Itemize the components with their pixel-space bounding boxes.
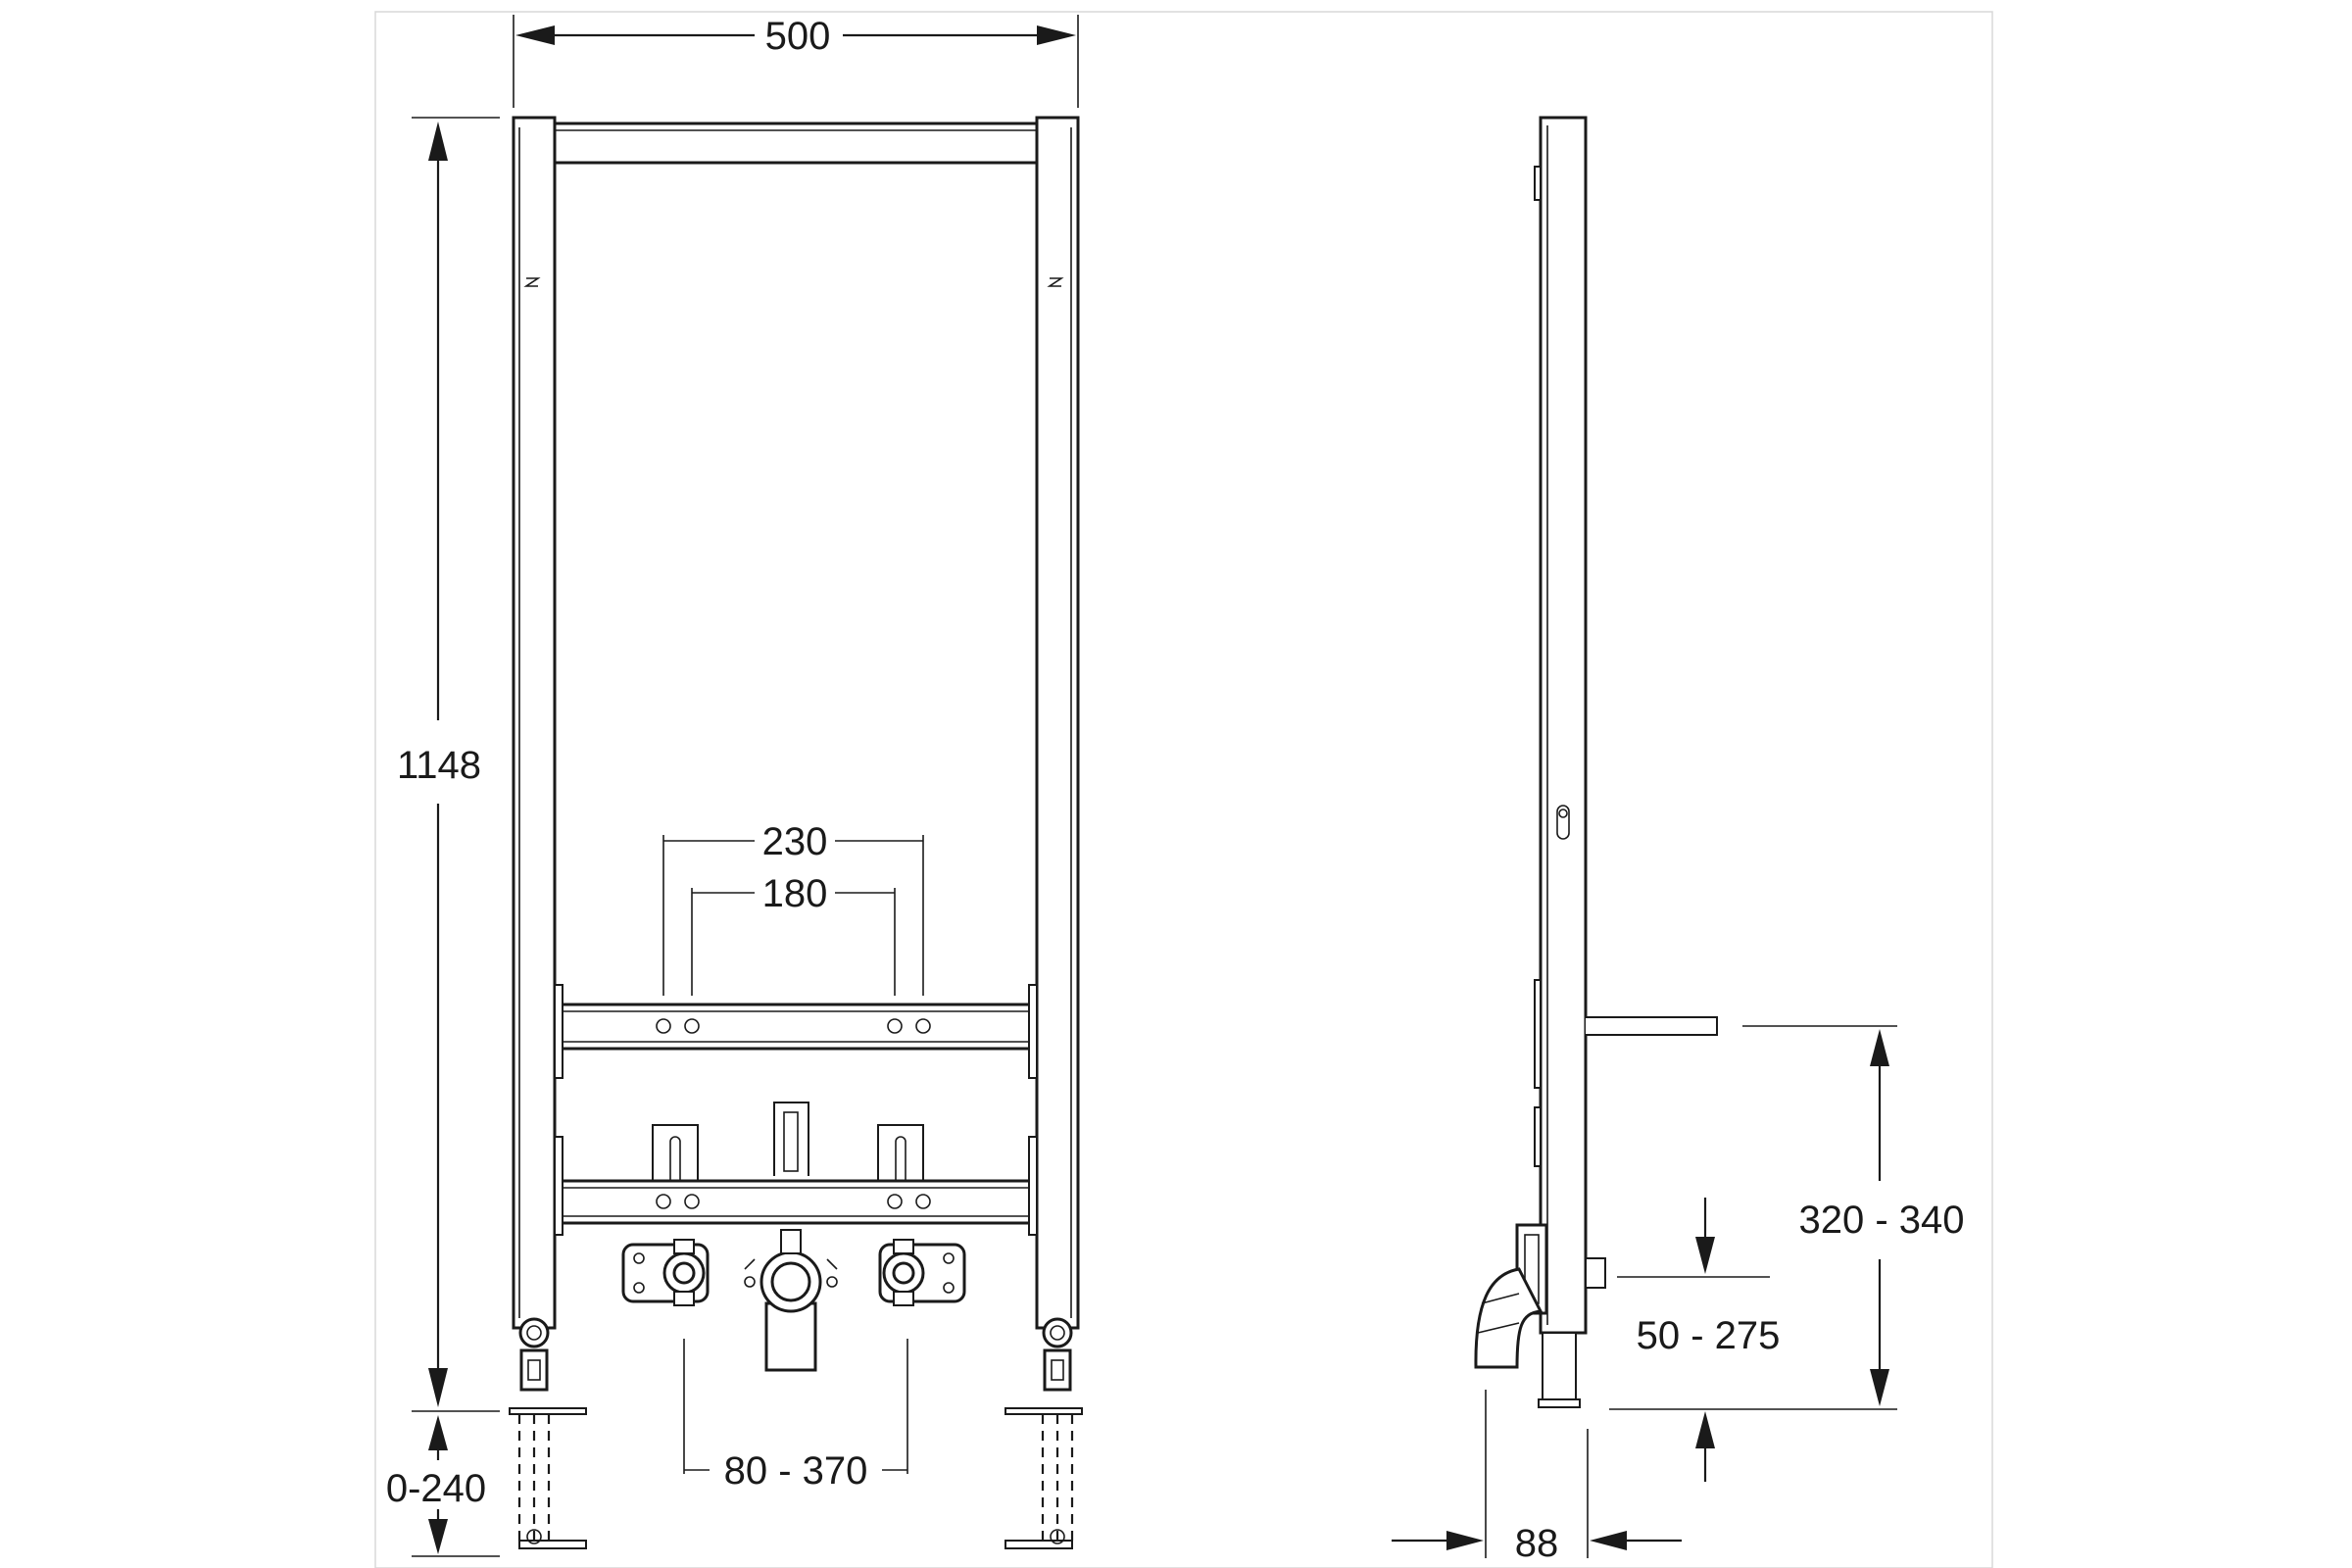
- upper-crossbar-holes: [656, 1018, 931, 1034]
- outer-hole-spacing-label: 230: [762, 820, 828, 863]
- side-drain-elbow: [1474, 1223, 1548, 1369]
- height-label: 1148: [397, 744, 481, 787]
- depth-dimension: 88: [1392, 1390, 1682, 1565]
- width-dimension: 500: [513, 15, 1079, 108]
- post-markings: [523, 277, 1064, 287]
- support-height-dimension: 320 - 340: [1609, 1025, 1965, 1410]
- mounting-brackets: [652, 1102, 924, 1187]
- inner-hole-spacing-label: 180: [762, 872, 828, 915]
- top-rail: [553, 122, 1039, 165]
- left-adjustable-foot: [509, 1348, 587, 1549]
- support-rod: [1586, 1016, 1718, 1036]
- drawing-sheet: [374, 11, 1993, 1568]
- foot-adjust-label: 0-240: [386, 1467, 486, 1510]
- side-key-slot: [1556, 805, 1570, 840]
- drain-height-dimension: 50 - 275: [1617, 1198, 1780, 1482]
- right-adjustable-foot: [1004, 1348, 1083, 1549]
- left-anchor-bolt: [518, 1317, 550, 1348]
- fitting-spacing-dimension: 80 - 370: [683, 1339, 908, 1493]
- width-label: 500: [765, 15, 831, 58]
- left-post: [512, 116, 557, 1330]
- front-view: 500 1148 0-240 230: [386, 15, 1083, 1557]
- support-height-label: 320 - 340: [1798, 1199, 1964, 1242]
- side-view: 320 - 340 50 - 275 88: [1392, 116, 1965, 1565]
- center-drain-fitting: [744, 1229, 838, 1372]
- side-connector: [1585, 1257, 1606, 1289]
- side-foot: [1542, 1332, 1577, 1402]
- left-supply-fitting: [621, 1239, 710, 1306]
- height-dimension: 1148: [397, 117, 500, 1412]
- fitting-spacing-label: 80 - 370: [724, 1449, 868, 1493]
- foot-adjust-dimension: 0-240: [386, 1415, 500, 1557]
- depth-label: 88: [1515, 1522, 1559, 1565]
- right-anchor-bolt: [1042, 1317, 1073, 1348]
- right-supply-fitting: [878, 1239, 966, 1306]
- lower-crossbar-holes: [656, 1194, 931, 1209]
- outer-hole-spacing-dimension: 230: [662, 820, 924, 996]
- drain-height-label: 50 - 275: [1637, 1314, 1781, 1357]
- inner-hole-spacing-dimension: 180: [691, 872, 896, 996]
